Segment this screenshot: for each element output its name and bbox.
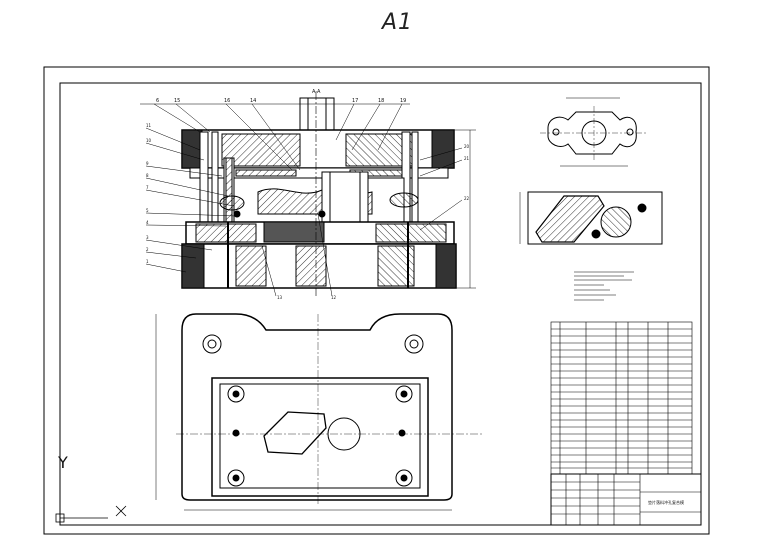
title-block-title: 垫片落料冲孔复合模 (648, 499, 684, 505)
y-axis-label: Y (57, 453, 68, 472)
callout-top-7: 19 (400, 98, 406, 104)
callout-left-7: 4 (146, 220, 149, 225)
callout-top-5: 17 (352, 98, 358, 104)
callout-right-3: 22 (464, 196, 470, 201)
callout-right-2: 21 (464, 156, 470, 161)
strip-layout (519, 191, 663, 245)
workpiece-view (540, 97, 646, 167)
callout-left-8: 3 (146, 235, 149, 240)
title-block (550, 473, 702, 526)
section-label: A-A (312, 89, 321, 95)
inner-frame (59, 82, 702, 526)
callout-left-4: 8 (146, 173, 149, 178)
callout-left-9: 2 (146, 247, 149, 252)
callout-top-2: 15 (174, 98, 180, 104)
callout-top-3: 16 (224, 98, 230, 104)
outer-frame (43, 66, 710, 535)
callout-left-2: 10 (146, 138, 152, 143)
section-view (181, 92, 476, 296)
callout-bottom-2: 12 (331, 295, 337, 300)
ucs-icon (55, 470, 127, 523)
plan-view (155, 313, 482, 511)
callout-bottom-1: 13 (277, 295, 283, 300)
sheet-size-label: A1 (382, 10, 414, 35)
left-leaders (145, 127, 237, 273)
callout-top-4: 14 (250, 98, 256, 104)
callout-left-5: 7 (146, 185, 149, 190)
callout-top-1: 6 (156, 98, 159, 104)
top-leaders (140, 103, 410, 171)
technical-notes (574, 271, 634, 301)
callout-left-3: 9 (146, 161, 149, 166)
callout-right-1: 20 (464, 144, 470, 149)
parts-list (550, 321, 693, 475)
callout-top-6: 18 (378, 98, 384, 104)
callout-left-1: 11 (146, 123, 152, 128)
callout-left-10: 1 (146, 259, 149, 264)
right-leaders (419, 147, 463, 231)
bottom-leaders (261, 213, 333, 297)
callout-left-6: 5 (146, 208, 149, 213)
